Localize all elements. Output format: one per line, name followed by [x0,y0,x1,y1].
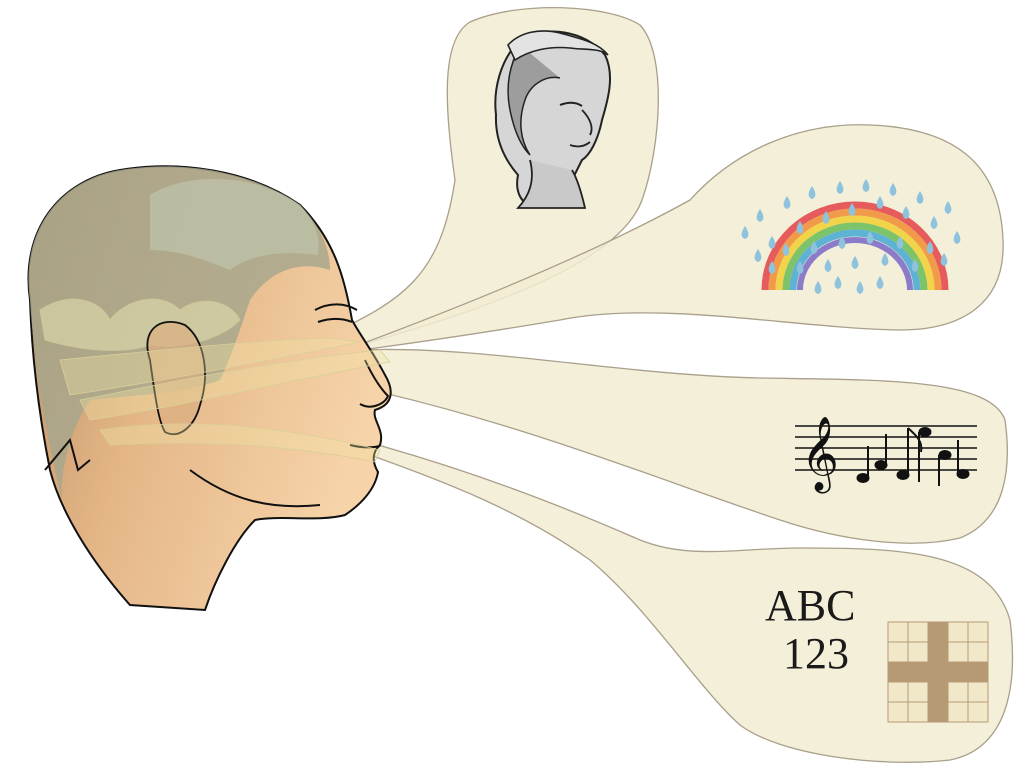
letters-text: ABC [765,581,855,630]
numbers-text: 123 [783,629,849,678]
cross-grid [888,622,988,722]
treble-clef-glyph: 𝄞 [801,417,839,494]
bubble-music [360,349,1007,543]
